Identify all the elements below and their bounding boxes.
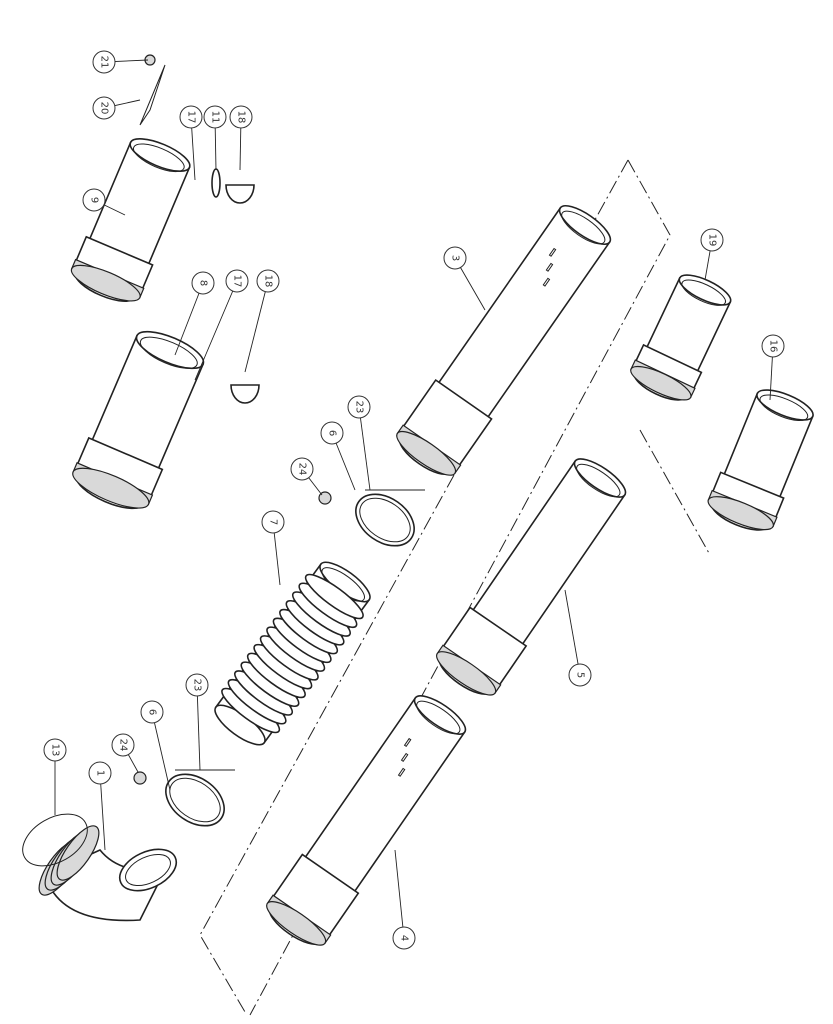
callout-number: 18 [236,111,247,124]
callout-number: 24 [118,739,129,752]
callout-3: 3 [443,246,467,270]
callout-number: 11 [210,111,221,124]
callout-number: 17 [186,111,197,124]
nut-24 [133,771,147,785]
callout-7: 7 [261,510,285,534]
parts [22,54,814,946]
callout-23: 23 [347,395,371,419]
callout-4: 4 [392,926,416,950]
callout-number: 8 [198,280,209,286]
callout-number: 19 [707,234,718,247]
callout-number: 21 [99,56,110,69]
callout-number: 18 [263,275,274,288]
clamp-6 [165,769,235,827]
leader-line [244,280,269,373]
cap-18 [225,184,255,204]
callout-11: 11 [203,105,227,129]
callouts: 21 20 17 11 18 9 8 17 18 3 19 16 24 6 23 7 5 23 6 24 13 1 4 [43,50,785,950]
leader-line [358,406,371,491]
leader-line [99,772,106,851]
leader-line [151,711,171,791]
washer-11 [211,168,221,198]
callout-6: 6 [140,700,164,724]
nozzle-8 [72,330,205,510]
callout-8: 8 [191,271,215,295]
callout-23: 23 [185,673,209,697]
callout-16: 16 [761,334,785,358]
tube-5 [436,458,627,696]
callout-number: 4 [399,935,410,941]
callout-number: 9 [89,197,100,203]
callout-17: 17 [225,269,249,293]
leader-line [194,280,238,381]
callout-number: 6 [327,430,338,436]
callout-9: 9 [82,188,106,212]
callout-13: 13 [43,738,67,762]
cap-18 [230,384,260,404]
callout-18: 18 [229,105,253,129]
o-ring-13 [22,813,88,867]
elbow-1 [38,825,178,922]
leader-line [394,849,405,939]
tube-4 [266,695,467,946]
bellows-7 [214,561,371,746]
nozzle-9 [70,138,191,302]
callout-18: 18 [256,269,280,293]
callout-24: 24 [111,733,135,757]
callout-19: 19 [700,228,724,252]
callout-number: 5 [575,672,586,678]
callout-number: 1 [95,770,106,776]
callout-17: 17 [179,105,203,129]
callout-number: 24 [297,463,308,476]
callout-number: 13 [50,744,61,757]
callout-24: 24 [290,457,314,481]
callout-number: 20 [99,102,110,115]
nozzle-16 [707,389,814,531]
callout-21: 21 [92,50,116,74]
callout-6: 6 [320,421,344,445]
callout-number: 16 [768,340,779,353]
leader-line [564,589,581,676]
callout-number: 3 [450,255,461,261]
callout-number: 23 [192,679,203,692]
callout-number: 7 [268,519,279,525]
callout-5: 5 [568,663,592,687]
tube-3 [396,205,612,476]
clamp-6 [355,489,425,547]
callout-number: 17 [232,275,243,288]
callout-number: 6 [147,709,158,715]
callout-20: 20 [92,96,116,120]
callout-number: 23 [354,401,365,414]
callout-1: 1 [88,761,112,785]
leader-line [196,684,201,771]
leader-line [174,282,204,356]
lever-20 [139,64,166,126]
nozzle-19 [630,274,732,401]
